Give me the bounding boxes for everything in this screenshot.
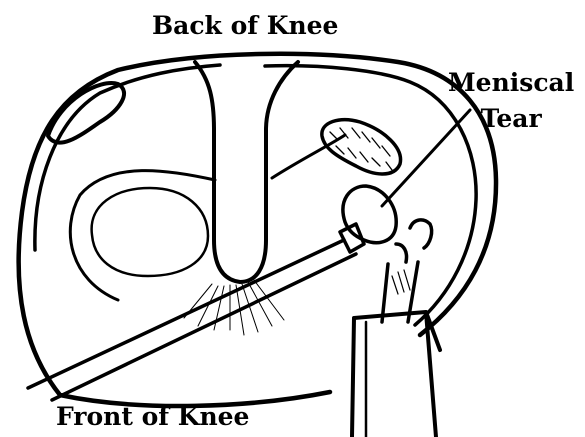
front-of-knee-label: Front of Knee [56, 404, 249, 429]
grasper-head [343, 186, 396, 243]
meniscus-inner-contour [35, 65, 476, 325]
meniscal-tear-label-line1: Meniscal [448, 65, 574, 101]
grasper-shaft-hatching [392, 270, 410, 294]
knee-outline [19, 54, 496, 406]
jaw-lower [396, 244, 407, 262]
jaw-upper [410, 220, 432, 248]
meniscal-tear-label-line2: Tear [448, 101, 574, 137]
cartilage-oval [92, 188, 208, 276]
plateau-right [272, 135, 345, 178]
meniscal-tear-label: Meniscal Tear [448, 65, 574, 137]
probe-collar [340, 224, 364, 252]
back-of-knee-label: Back of Knee [152, 13, 338, 38]
